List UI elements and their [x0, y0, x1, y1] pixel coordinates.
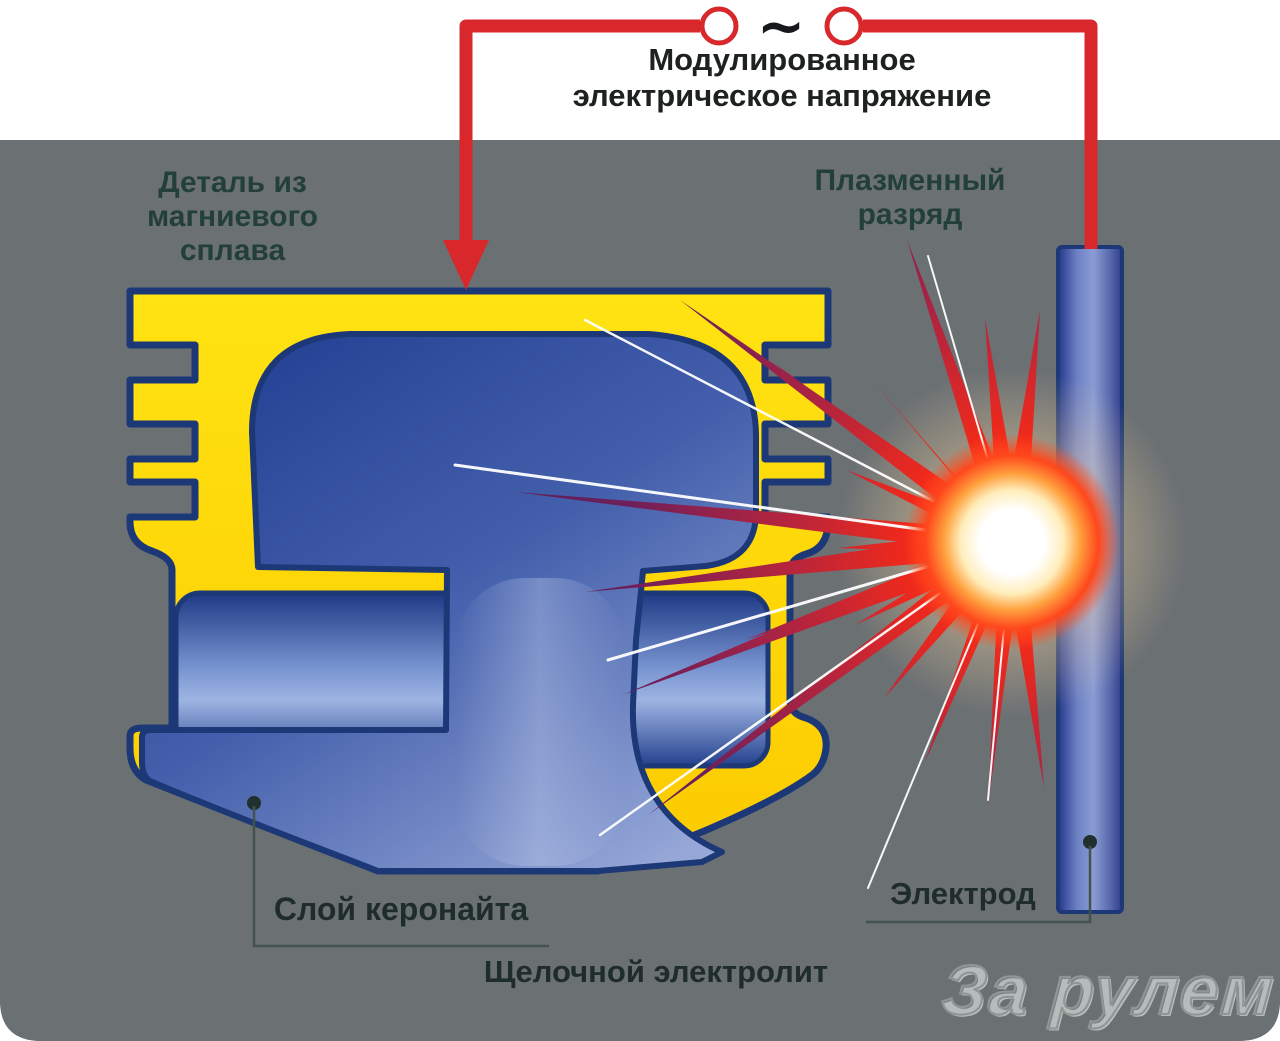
- label-magnesium-part-line2: магниевого: [146, 200, 319, 233]
- label-magnesium-part-line3: сплава: [179, 234, 286, 267]
- label-plasma-discharge: Плазменный разряд: [778, 164, 1042, 232]
- plasma-discharge: [453, 240, 1187, 889]
- ac-terminal-left: [699, 6, 739, 46]
- label-electrode: Электрод: [890, 876, 1036, 911]
- wire-left: [459, 19, 700, 246]
- electrode-pointer-dot: [1083, 835, 1097, 849]
- label-magnesium-part-line1: Деталь из: [158, 166, 307, 199]
- pointer-lines: [247, 796, 1097, 948]
- wire-arrowhead: [443, 240, 489, 290]
- label-modulated-voltage: Модулированное электрическое напряжение: [430, 42, 1134, 114]
- label-alkaline-electrolyte: Щелочной электролит: [483, 954, 829, 989]
- ac-source-symbol: ~: [757, 0, 806, 60]
- label-plasma-discharge-line1: Плазменный: [814, 164, 1006, 197]
- magnesium-part: [126, 287, 832, 875]
- ac-terminal-right: [824, 6, 864, 46]
- keronite-pointer-line: [252, 806, 549, 948]
- spark-core: [904, 434, 1120, 650]
- alloy-core-highlight: [455, 578, 625, 866]
- keronite-pointer-dot: [247, 796, 261, 810]
- label-plasma-discharge-line2: разряд: [857, 198, 963, 231]
- label-keronite-layer: Слой керонайта: [273, 891, 529, 927]
- circuit-wires: ~: [443, 0, 1098, 290]
- za-rulem-watermark: За рулем: [938, 950, 1278, 1030]
- label-magnesium-part: Деталь из магниевого сплава: [105, 166, 360, 268]
- electrode-pointer-line: [866, 846, 1092, 924]
- label-modulated-voltage-line2: электрическое напряжение: [572, 78, 992, 113]
- wire-right: [863, 19, 1098, 249]
- label-modulated-voltage-line1: Модулированное: [648, 42, 916, 77]
